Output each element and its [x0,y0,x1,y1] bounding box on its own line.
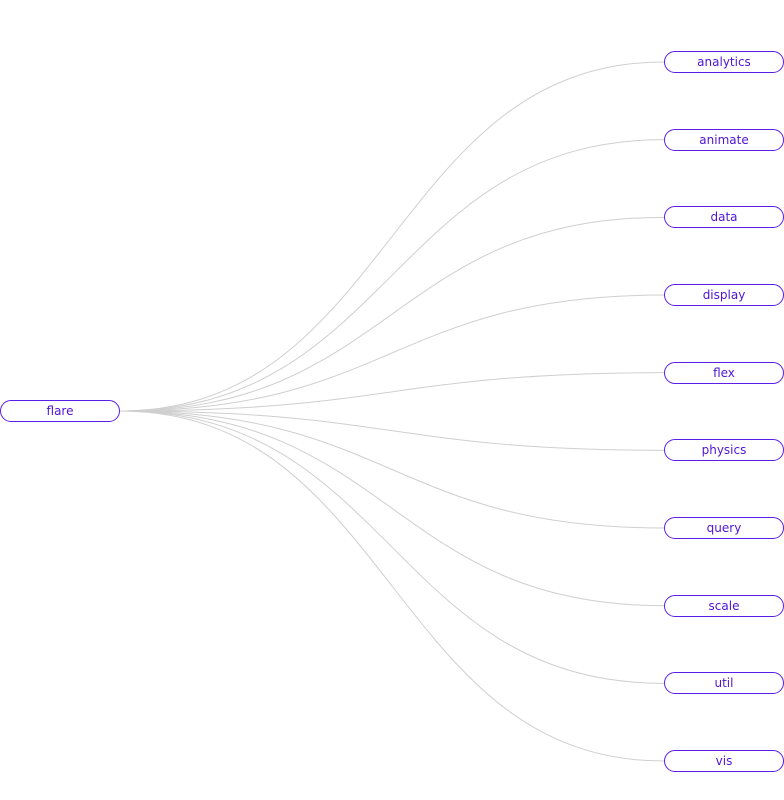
tree-link [119,410,665,762]
tree-node-child[interactable]: util [664,672,784,695]
node-label: physics [701,443,747,458]
node-label: util [714,676,734,691]
tree-link [119,139,665,412]
tree-link [119,410,665,451]
tree-link [119,216,665,412]
tree-node-child[interactable]: data [664,206,784,229]
tree-node-child[interactable]: query [664,517,784,539]
node-label: vis [715,754,733,768]
node-label: animate [699,132,749,147]
tree-node-child[interactable]: flex [664,361,784,384]
tree-node-root[interactable]: flare [0,400,120,422]
tree-link [119,61,665,412]
tree-link [119,410,665,684]
tree-node-child[interactable]: animate [664,128,784,151]
tree-link [119,294,665,412]
node-label: flare [46,404,74,418]
node-label: analytics [697,55,751,69]
tree-node-child[interactable]: physics [664,439,784,462]
tree-link [119,410,665,607]
tree-node-child[interactable]: vis [664,750,784,772]
node-label: query [706,521,742,535]
tree-link [119,410,665,529]
node-label: display [702,288,746,302]
tree-link [119,372,665,412]
tree-node-child[interactable]: analytics [664,51,784,73]
tree-node-child[interactable]: display [664,284,784,306]
node-label: data [710,210,738,225]
node-label: scale [708,598,740,613]
tree-node-child[interactable]: scale [664,594,784,617]
node-label: flex [713,365,735,380]
